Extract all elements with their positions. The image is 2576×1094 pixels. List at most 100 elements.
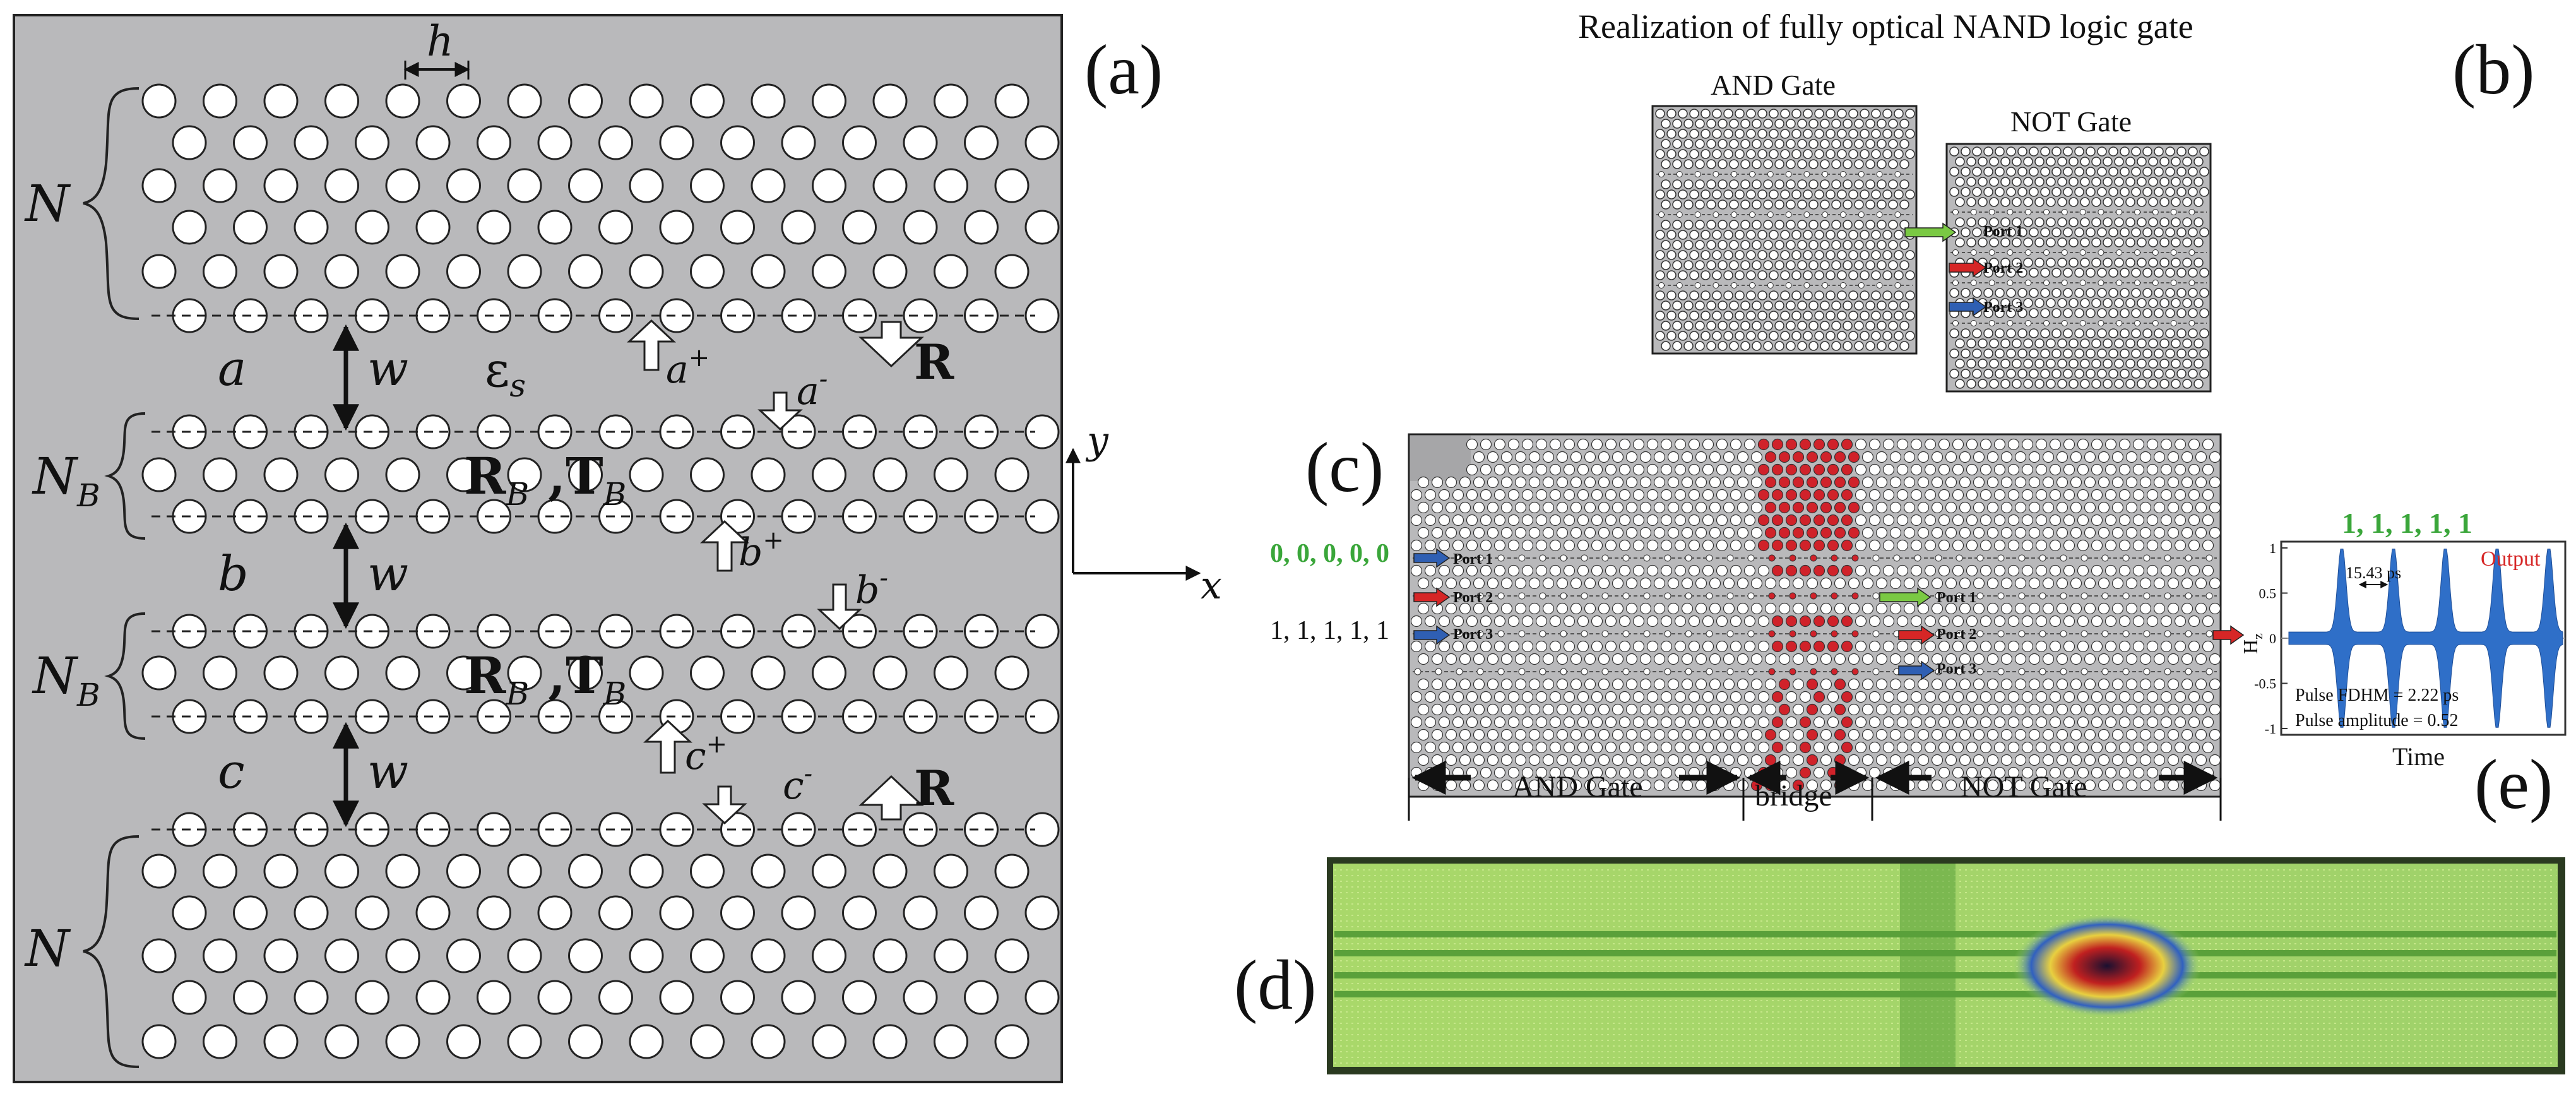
hole: [568, 938, 603, 973]
hole: [1729, 260, 1739, 270]
hole: [1827, 691, 1839, 703]
hole: [1757, 741, 1770, 754]
hole: [1688, 741, 1701, 754]
hole: [1931, 779, 1944, 792]
hole: [2091, 489, 2103, 501]
hole: [1825, 331, 1836, 341]
hole: [1632, 564, 1645, 577]
hole: [2146, 489, 2159, 501]
hole: [1493, 691, 1506, 703]
hole: [1507, 514, 1520, 526]
hole: [1865, 179, 1875, 189]
hole: [1611, 577, 1624, 590]
hole: [1989, 359, 1999, 369]
hole: [1983, 348, 1993, 359]
hole: [1660, 463, 1673, 476]
hole: [1549, 741, 1562, 754]
hole: [1695, 754, 1707, 766]
hole: [1702, 691, 1714, 703]
panel-b-label: (b): [2452, 31, 2535, 109]
hole: [1660, 564, 1673, 577]
hole: [1735, 149, 1745, 159]
hole: [2125, 338, 2135, 348]
hole: [2091, 197, 2101, 207]
hole: [1723, 189, 1733, 199]
hole: [1560, 630, 1567, 638]
hole: [2122, 554, 2130, 562]
hole: [1820, 577, 1832, 590]
hole: [1872, 554, 1880, 562]
hole: [324, 83, 359, 119]
hole: [1500, 678, 1513, 691]
axis-y-label: y: [1085, 419, 1109, 463]
pb-port2: Port 2: [1983, 260, 2023, 276]
hole: [1752, 199, 1762, 210]
hole: [2063, 187, 2073, 197]
hole: [1979, 489, 1992, 501]
hole: [1643, 668, 1651, 675]
panel-a-arrows: [627, 319, 924, 825]
hole: [2153, 703, 2166, 716]
hole: [1507, 691, 1520, 703]
hole: [1861, 602, 1874, 615]
hole: [1605, 539, 1617, 552]
hole: [1813, 564, 1825, 577]
hole: [1556, 703, 1569, 716]
hole: [1639, 577, 1652, 590]
hole: [1785, 438, 1798, 451]
hole: [2070, 501, 2082, 514]
hole: [1672, 119, 1682, 129]
wave-b-minus: b-: [855, 564, 888, 612]
hole: [1752, 341, 1762, 351]
hole: [1903, 501, 1916, 514]
hole: [2176, 187, 2187, 197]
hole: [1493, 564, 1506, 577]
hole: [1459, 602, 1471, 615]
hole: [1611, 476, 1624, 489]
hole: [2111, 476, 2124, 489]
hole: [1861, 653, 1874, 665]
hole: [1986, 526, 1999, 539]
hole: [2174, 691, 2187, 703]
hole: [2098, 754, 2110, 766]
hole: [720, 614, 755, 649]
hole: [1570, 678, 1582, 691]
hole: [1905, 129, 1915, 139]
hole: [2042, 476, 2055, 489]
hole: [1736, 476, 1749, 489]
hole: [1528, 653, 1541, 665]
hole: [1500, 501, 1513, 514]
wave-c-plus: c+: [685, 730, 727, 778]
hole: [1827, 564, 1839, 577]
hole: [1563, 741, 1576, 754]
hole: [1709, 501, 1721, 514]
hole: [2193, 298, 2204, 308]
hole: [842, 298, 877, 333]
hole: [1718, 179, 1728, 189]
hole: [1896, 463, 1909, 476]
hole: [2097, 167, 2107, 177]
hole: [2181, 653, 2193, 665]
hole: [2035, 640, 2048, 653]
hole: [2060, 554, 2067, 562]
hole: [2108, 268, 2118, 278]
hole: [1577, 539, 1589, 552]
hole: [1896, 539, 1909, 552]
hole: [2142, 187, 2152, 197]
hole: [2111, 728, 2124, 741]
hole: [2205, 554, 2213, 562]
hole: [1882, 514, 1895, 526]
hole: [2028, 451, 2041, 463]
hole: [1791, 270, 1801, 280]
hole: [2125, 779, 2138, 792]
hole: [1487, 476, 1499, 489]
hole: [1810, 668, 1817, 675]
panel-c-integrated-gate: (c) 0, 0, 0, 0, 0 1, 1, 1, 1, 1 Port 1 P…: [1270, 429, 2245, 821]
hole: [2170, 249, 2177, 256]
hole: [2049, 463, 2062, 476]
hole: [1952, 249, 1959, 256]
hole: [1771, 438, 1784, 451]
hole: [2159, 359, 2169, 369]
panel-e-output-signal: 1, 1, 1, 1, 1 10.50-0.5-1 Output 15.43 p…: [2239, 507, 2567, 824]
hole: [2131, 227, 2141, 237]
